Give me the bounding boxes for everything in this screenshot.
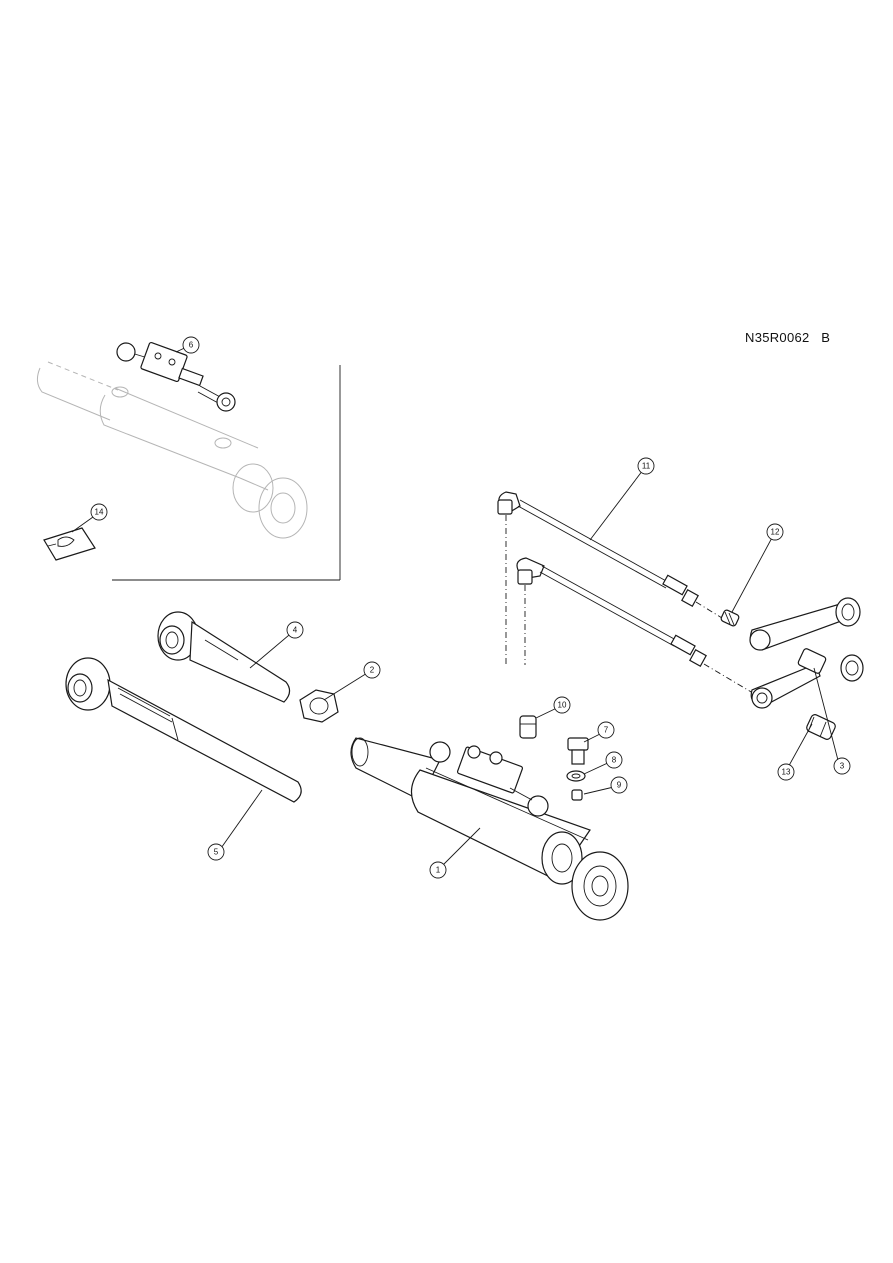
callout-13-label: 13 (782, 768, 791, 777)
callout-2-label: 2 (370, 666, 375, 675)
part-4-short-rod-end (157, 611, 291, 703)
diagram-reference-code: N35R0062 B (745, 330, 831, 345)
callout-14: 14 (90, 503, 108, 521)
part-3-quick-coupler-with-caps (749, 597, 864, 709)
part-8-washer (566, 770, 586, 782)
callout-13: 13 (777, 763, 795, 781)
part-11-hydraulic-hoses (497, 491, 759, 697)
callout-5: 5 (207, 843, 225, 861)
part-14-decal (43, 527, 96, 561)
part-9-bushing (571, 789, 583, 801)
callout-4-label: 4 (293, 626, 298, 635)
inset-ghost-cylinder (36, 361, 308, 539)
callout-8-label: 8 (612, 756, 617, 765)
callout-9: 9 (610, 776, 628, 794)
callout-7: 7 (597, 721, 615, 739)
callout-12-label: 12 (771, 528, 780, 537)
callout-6: 6 (182, 336, 200, 354)
callout-6-label: 6 (189, 341, 194, 350)
callout-10-label: 10 (558, 701, 567, 710)
inset-frame (112, 365, 341, 581)
callout-10: 10 (553, 696, 571, 714)
part-1-hydraulic-cylinder (350, 737, 629, 921)
callout-1: 1 (429, 861, 447, 879)
callout-12: 12 (766, 523, 784, 541)
callout-3-label: 3 (840, 762, 845, 771)
callout-14-label: 14 (95, 508, 104, 517)
callout-2: 2 (363, 661, 381, 679)
part-7-bolt (567, 737, 589, 765)
part-10-fitting (519, 715, 537, 739)
callout-11: 11 (637, 457, 655, 475)
callout-3: 3 (833, 757, 851, 775)
part-2-hex-nut (299, 689, 339, 723)
part-12-adapter (720, 609, 740, 627)
callout-11-label: 11 (642, 462, 651, 471)
callout-5-label: 5 (214, 848, 219, 857)
callout-9-label: 9 (617, 781, 622, 790)
part-5-long-rod-end (65, 657, 302, 803)
callout-1-label: 1 (436, 866, 441, 875)
callout-7-label: 7 (604, 726, 609, 735)
part-6-valve-block-assembly (116, 341, 236, 412)
callout-4: 4 (286, 621, 304, 639)
callout-8: 8 (605, 751, 623, 769)
